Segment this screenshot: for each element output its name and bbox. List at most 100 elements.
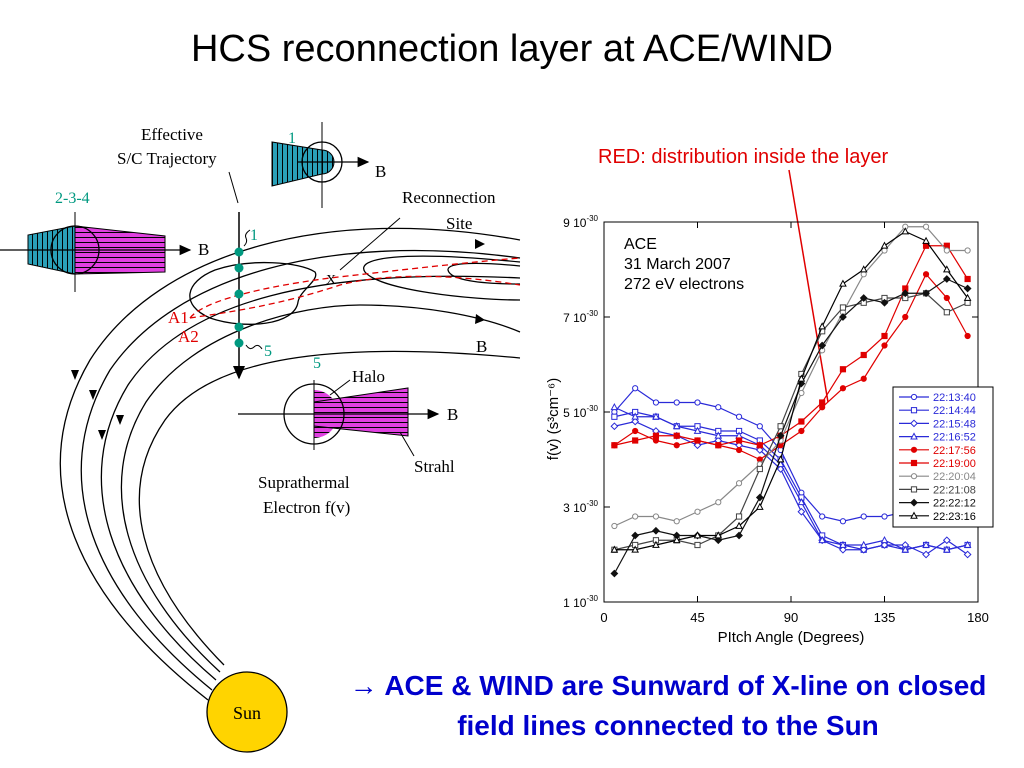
distribution-1-b-label: B	[375, 162, 386, 181]
data-point	[880, 535, 889, 544]
data-point	[693, 531, 702, 539]
data-point	[902, 313, 909, 321]
data-point	[943, 247, 950, 254]
legend-entry: 22:15:48	[899, 418, 976, 430]
data-point	[673, 518, 680, 525]
suprathermal-label-line1: Suprathermal	[258, 473, 350, 492]
squiggle-1	[243, 229, 251, 247]
trajectory-label-line1: Effective	[141, 125, 203, 144]
series-line	[614, 273, 969, 461]
data-point	[910, 511, 918, 519]
data-point	[881, 513, 888, 520]
legend-label: 22:23:16	[933, 511, 976, 523]
distribution-5: 5 B Halo Strahl Suprathermal Electron f(…	[238, 355, 458, 517]
data-point	[963, 284, 972, 293]
legend-label: 22:21:08	[933, 484, 976, 496]
sun-disc	[206, 671, 288, 753]
data-point	[735, 413, 743, 420]
data-point	[652, 432, 660, 439]
x-tick-label: 180	[967, 610, 989, 625]
data-point	[735, 513, 743, 520]
data-point	[735, 480, 743, 487]
data-point	[942, 545, 951, 553]
legend-entry: 22:22:12	[899, 498, 976, 510]
data-point	[839, 385, 847, 392]
conclusion-text: → ACE & WIND are Sunward of X-line on cl…	[318, 666, 1018, 746]
trajectory-point	[234, 263, 244, 273]
layer-label-a1: A1	[168, 308, 189, 327]
trajectory-points	[234, 247, 244, 348]
distribution-234-b-label: B	[198, 240, 209, 259]
data-point	[922, 540, 930, 548]
reconnection-label-line1: Reconnection	[402, 188, 496, 207]
data-point	[942, 536, 951, 545]
data-point	[922, 271, 930, 278]
data-point	[755, 446, 764, 454]
data-point	[611, 442, 618, 449]
distribution-5-label: 5	[313, 355, 321, 372]
data-point	[694, 541, 701, 549]
data-point	[693, 441, 702, 450]
legend-label: 22:14:44	[933, 405, 976, 417]
data-point	[910, 446, 918, 453]
trajectory-point	[234, 338, 244, 348]
data-point	[910, 473, 918, 480]
open-loop-inner	[447, 262, 521, 285]
field-label-b: B	[476, 337, 487, 356]
data-point	[859, 294, 868, 302]
y-tick-label: 3 10-30	[563, 499, 598, 515]
data-point	[964, 332, 971, 340]
data-point	[715, 442, 722, 449]
data-point	[652, 526, 660, 535]
y-tick-label: 1 10-30	[563, 594, 598, 610]
legend-label: 22:22:12	[933, 498, 976, 510]
data-point	[673, 442, 680, 449]
data-point	[859, 540, 868, 548]
chart-annotation-line: ACE	[624, 236, 657, 253]
data-point	[839, 304, 847, 311]
data-point	[901, 289, 910, 298]
legend-label: 22:15:48	[933, 418, 976, 430]
data-point	[797, 507, 806, 516]
data-point	[714, 536, 723, 545]
halo-label: Halo	[352, 367, 385, 386]
trajectory-label-line2: S/C Trajectory	[117, 149, 217, 168]
data-point	[839, 279, 847, 287]
data-point	[819, 399, 826, 406]
x-axis-label: PItch Angle (Degrees)	[718, 629, 865, 646]
data-point	[942, 265, 951, 273]
xline-mark: X	[326, 273, 336, 288]
data-point	[963, 540, 972, 548]
open-loop	[363, 255, 521, 301]
squiggle-5	[245, 344, 263, 350]
field-line	[80, 249, 521, 691]
data-point	[818, 341, 827, 350]
data-point	[715, 404, 722, 411]
data-point	[735, 446, 743, 454]
legend-entry: 22:21:08	[899, 484, 976, 496]
data-point	[611, 413, 618, 420]
slide-title: HCS reconnection layer at ACE/WIND	[190, 28, 833, 70]
data-point	[652, 399, 660, 406]
data-point	[880, 241, 889, 249]
conclusion-arrow-icon: →	[349, 670, 378, 701]
data-point	[797, 374, 806, 382]
strahl-label: Strahl	[414, 457, 455, 476]
layer-label-a2: A2	[178, 327, 199, 346]
data-point	[776, 431, 785, 440]
data-point	[694, 508, 701, 515]
field-line	[59, 227, 521, 701]
data-point	[860, 351, 867, 359]
data-point	[910, 393, 918, 401]
reconnection-label-line2: Site	[446, 214, 472, 233]
legend-entry: 22:19:00	[899, 458, 976, 470]
data-point	[910, 459, 918, 467]
y-tick-label: 5 10-30	[563, 404, 598, 420]
data-point	[631, 545, 640, 553]
data-point	[839, 518, 847, 525]
legend-entry: 22:13:40	[899, 392, 976, 404]
distribution-234: 2-3-4 B	[0, 190, 209, 292]
series-line	[614, 406, 968, 551]
trajectory-point	[234, 322, 244, 332]
